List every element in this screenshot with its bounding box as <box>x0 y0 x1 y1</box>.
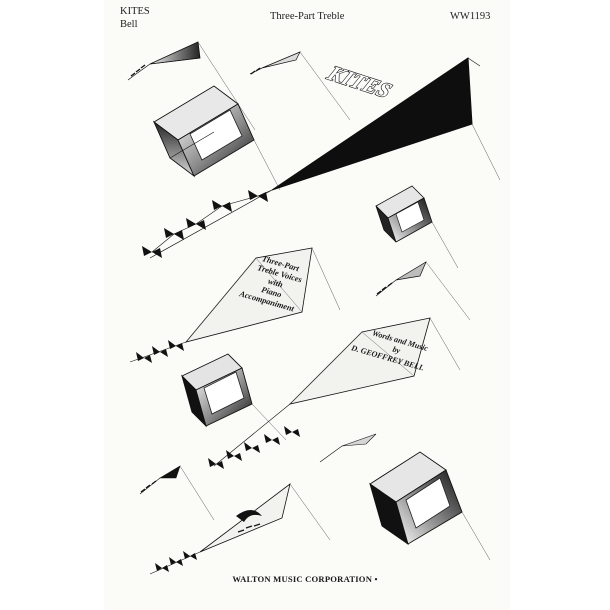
small-kite-top-left <box>127 41 256 131</box>
header-catalog: WW1193 <box>450 11 491 22</box>
credits-line-2: by <box>392 345 402 356</box>
kite-voices <box>129 247 341 363</box>
bottom-kite <box>149 483 331 575</box>
box-kite-upper-left <box>152 85 281 191</box>
small-kite-top-middle <box>249 51 351 121</box>
small-kite-right-middle <box>375 261 471 321</box>
voices-line-3: with <box>267 277 284 290</box>
main-kite-tail <box>142 189 273 258</box>
bird-emblem-icon <box>236 510 262 522</box>
small-kite-lower-left <box>139 465 215 521</box>
middle-kite-tail <box>208 426 300 469</box>
header-voicing: Three-Part Treble <box>270 11 345 22</box>
box-kite-right-small <box>375 185 459 269</box>
publisher-footer: WALTON MUSIC CORPORATION • <box>232 574 378 584</box>
small-kite-center <box>319 433 377 463</box>
box-kite-lower-right <box>369 451 491 561</box>
wave-emblem-icon <box>237 523 261 533</box>
header-composer: Bell <box>120 19 138 30</box>
header-title: KITES <box>120 6 150 17</box>
kite-credits <box>213 317 461 467</box>
box-kite-middle-left <box>181 353 287 441</box>
main-kite-title: KITES <box>322 61 396 103</box>
main-kite <box>149 57 501 259</box>
